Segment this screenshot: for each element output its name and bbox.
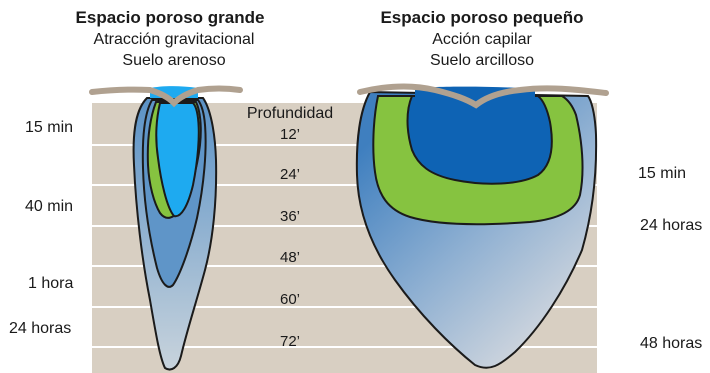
sandy-time-label: 1 hora — [28, 275, 74, 292]
depth-tick-label: 60’ — [279, 291, 301, 308]
clay-time-label: 15 min — [638, 165, 687, 182]
sandy-time-label: 24 horas — [9, 320, 72, 337]
sandy-subtitle-soil: Suelo arenoso — [122, 52, 226, 69]
clay-surface-line — [357, 83, 609, 109]
sandy-soil-wetting-front — [132, 86, 218, 371]
clay-time-label: 48 horas — [640, 335, 703, 352]
depth-tick-label: 24’ — [279, 166, 301, 183]
sandy-time-label: 15 min — [25, 119, 74, 136]
depth-axis-title: Profundidad — [246, 105, 334, 122]
clay-time-label: 24 horas — [640, 217, 703, 234]
clay-title: Espacio poroso pequeño — [380, 8, 584, 27]
clay-soil-wetting-front — [355, 86, 598, 369]
sandy-title: Espacio poroso grande — [75, 8, 265, 27]
depth-tick-label: 36’ — [279, 208, 301, 225]
clay-subtitle-process: Acción capilar — [432, 31, 532, 48]
sandy-time-label: 40 min — [25, 198, 74, 215]
sandy-surface-line — [89, 85, 243, 108]
sandy-zone-15min — [155, 102, 200, 218]
depth-tick-label: 48’ — [279, 249, 301, 266]
depth-tick-label: 72’ — [279, 333, 301, 350]
clay-subtitle-soil: Suelo arcilloso — [429, 52, 535, 69]
sandy-subtitle-process: Atracción gravitacional — [93, 31, 255, 48]
depth-tick-label: 12’ — [279, 126, 301, 143]
clay-zone-15min — [406, 95, 553, 185]
